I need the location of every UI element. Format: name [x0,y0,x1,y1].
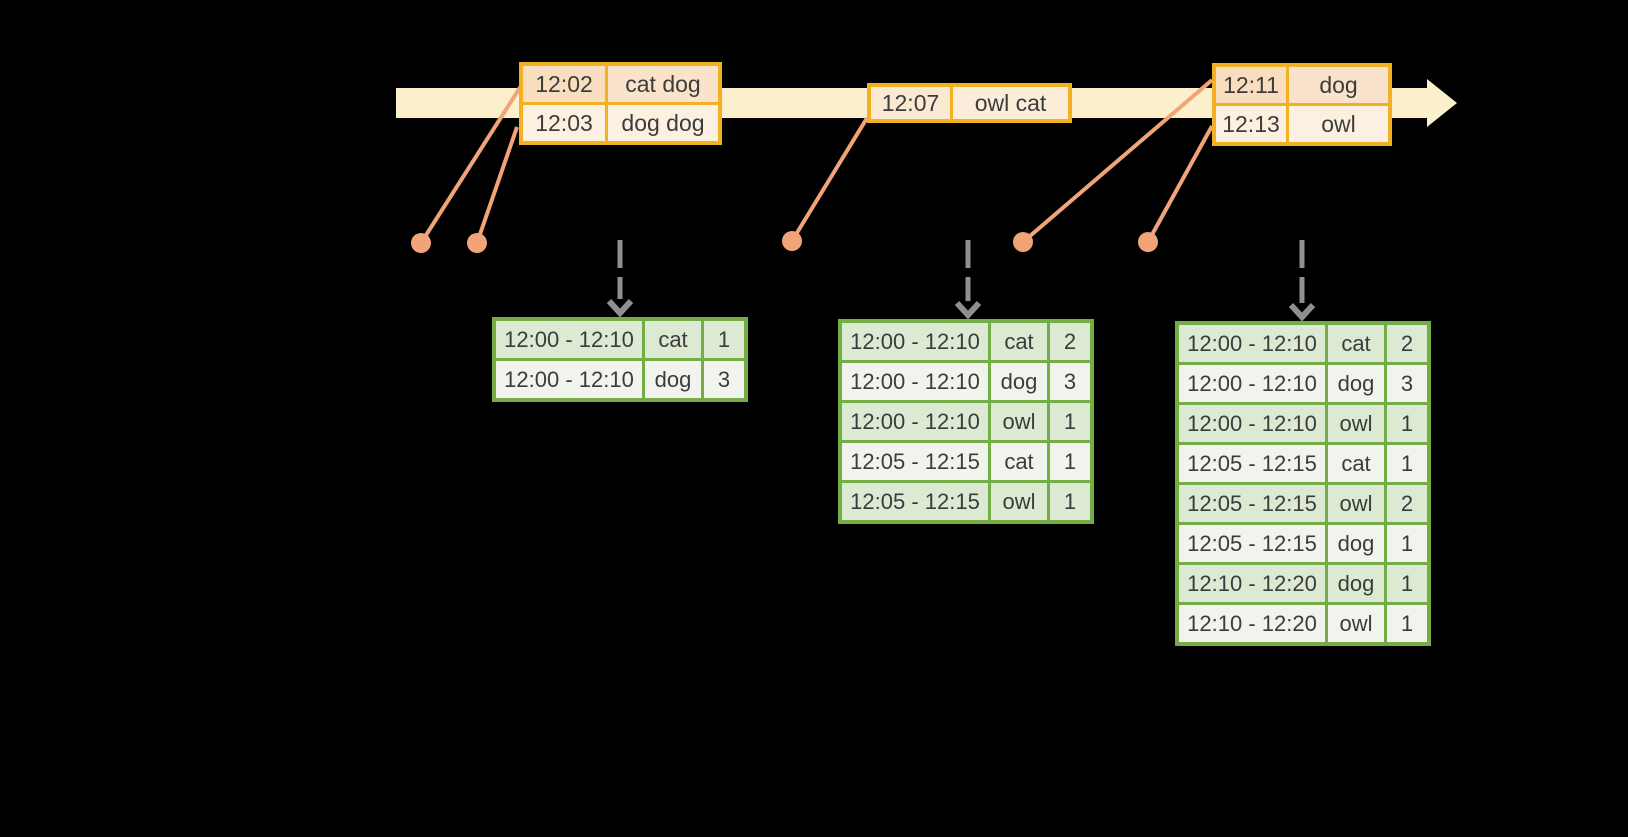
event-time-cell: 12:02 [519,62,608,105]
window-cell: 12:05 - 12:15 [1175,522,1328,565]
connector-line-event-1213 [1146,125,1214,243]
window-cell: 12:05 - 12:15 [838,440,991,483]
window-cell: 12:05 - 12:15 [1175,482,1328,525]
event-dot-1207 [782,231,802,251]
word-cell: owl [988,400,1050,443]
count-cell: 1 [701,317,748,361]
word-cell: owl [1325,602,1387,646]
event-words-cell: owl [1286,103,1392,146]
window-cell: 12:10 - 12:20 [1175,562,1328,605]
event-dot-1202 [411,233,431,253]
window-cell: 12:10 - 12:20 [1175,602,1328,646]
event-dot-1213 [1138,232,1158,252]
window-cell: 12:00 - 12:10 [1175,402,1328,445]
trigger-arrow-head-icon-2 [954,300,982,320]
count-cell: 3 [1047,360,1094,403]
count-cell: 1 [1384,562,1431,605]
connector-line-event-1207 [790,116,869,243]
timeline-arrowhead-icon [1427,79,1457,127]
event-dot-1211 [1013,232,1033,252]
window-cell: 12:00 - 12:10 [838,360,991,403]
count-cell: 1 [1384,442,1431,485]
count-cell: 1 [1047,480,1094,524]
event-time-cell: 12:11 [1212,63,1289,106]
event-dot-1203 [467,233,487,253]
word-cell: cat [1325,442,1387,485]
count-cell: 1 [1047,440,1094,483]
window-cell: 12:00 - 12:10 [838,319,991,363]
count-cell: 1 [1384,602,1431,646]
window-cell: 12:05 - 12:15 [1175,442,1328,485]
window-cell: 12:00 - 12:10 [492,358,645,402]
connector-line-event-1202 [419,84,523,245]
event-words-cell: dog dog [605,102,722,145]
count-cell: 2 [1384,321,1431,365]
trigger-arrow-head-icon-3 [1288,302,1316,322]
word-cell: dog [988,360,1050,403]
word-cell: dog [1325,562,1387,605]
word-cell: dog [1325,522,1387,565]
window-cell: 12:00 - 12:10 [1175,362,1328,405]
word-cell: owl [1325,402,1387,445]
word-cell: dog [642,358,704,402]
window-cell: 12:00 - 12:10 [838,400,991,443]
event-time-cell: 12:07 [867,83,953,123]
word-cell: owl [988,480,1050,524]
event-words-cell: dog [1286,63,1392,106]
word-cell: owl [1325,482,1387,525]
connector-line-event-1211 [1021,78,1214,244]
count-cell: 3 [701,358,748,402]
count-cell: 3 [1384,362,1431,405]
count-cell: 2 [1047,319,1094,363]
count-cell: 1 [1384,402,1431,445]
word-cell: cat [988,319,1050,363]
event-time-cell: 12:03 [519,102,608,145]
trigger-arrow-head-icon-1 [606,298,634,318]
event-words-cell: cat dog [605,62,722,105]
event-time-cell: 12:13 [1212,103,1289,146]
connector-line-event-1203 [475,126,519,244]
window-cell: 12:05 - 12:15 [838,480,991,524]
window-cell: 12:00 - 12:10 [492,317,645,361]
count-cell: 1 [1384,522,1431,565]
count-cell: 2 [1384,482,1431,525]
word-cell: dog [1325,362,1387,405]
count-cell: 1 [1047,400,1094,443]
word-cell: cat [988,440,1050,483]
word-cell: cat [1325,321,1387,365]
word-cell: cat [642,317,704,361]
event-words-cell: owl cat [950,83,1072,123]
window-cell: 12:00 - 12:10 [1175,321,1328,365]
